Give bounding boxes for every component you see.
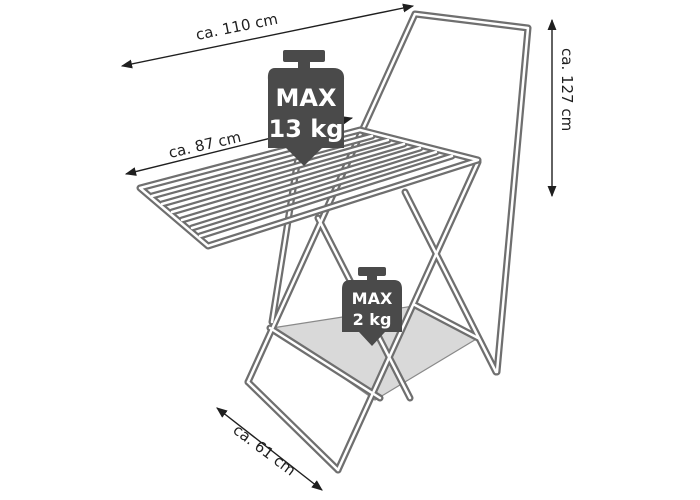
dim-label-depth: ca. 61 cm bbox=[230, 421, 300, 480]
weight-label-top-line2: 13 kg bbox=[269, 115, 344, 143]
dim-line-depth bbox=[216, 407, 323, 491]
dim-label-width-top: ca. 87 cm bbox=[167, 128, 243, 162]
weight-icon-2kg: MAX 2 kg bbox=[342, 267, 402, 346]
dim-label-width-overall: ca. 110 cm bbox=[194, 10, 279, 44]
weight-icon-13kg: MAX 13 kg bbox=[267, 50, 345, 166]
weight-label-bottom-line2: 2 kg bbox=[353, 310, 392, 329]
weight-label-bottom-line1: MAX bbox=[352, 289, 393, 308]
dim-line-width-overall bbox=[120, 3, 415, 69]
weight-label-top-line1: MAX bbox=[276, 84, 337, 112]
dim-label-height: ca. 127 cm bbox=[558, 48, 576, 131]
